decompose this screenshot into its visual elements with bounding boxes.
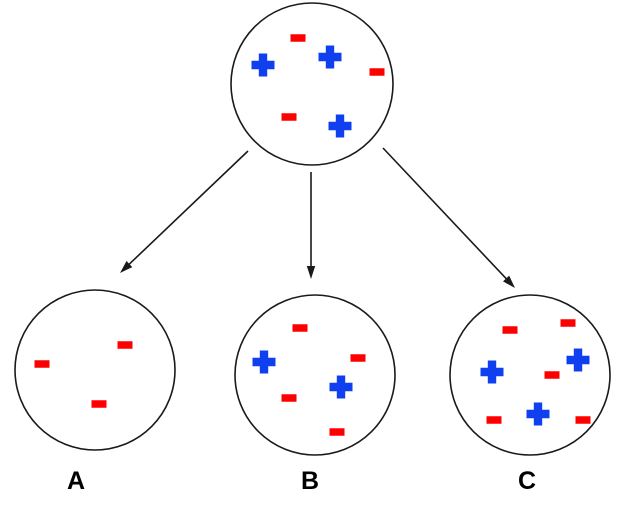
circle-outline <box>230 2 394 166</box>
source-circle[interactable] <box>230 2 394 166</box>
minus-charge <box>350 354 366 362</box>
minus-charge <box>281 113 297 121</box>
result-circles-layer <box>14 289 611 456</box>
group-label-c: C <box>518 467 536 495</box>
plus-charge <box>251 53 275 77</box>
arrow-shaft <box>382 147 509 282</box>
plus-charge <box>328 114 352 138</box>
minus-charge <box>369 68 385 76</box>
minus-charge <box>292 324 308 332</box>
minus-charge <box>575 416 591 424</box>
plus-charge <box>329 375 353 399</box>
arrows-layer <box>120 147 515 288</box>
arrow-source-to-a <box>120 150 249 273</box>
group-labels-layer: A B C <box>67 467 536 495</box>
minus-charge <box>486 416 502 424</box>
minus-charge <box>560 319 576 327</box>
minus-charge <box>502 326 518 334</box>
plus-charge <box>252 350 276 374</box>
group-label-b: B <box>301 467 319 495</box>
minus-charge <box>290 34 306 42</box>
result-circle-b[interactable] <box>234 294 396 456</box>
minus-charge <box>117 341 133 349</box>
circle-outline <box>449 294 611 456</box>
arrow-source-to-c <box>382 147 515 288</box>
circle-outline <box>14 289 176 451</box>
minus-charge <box>91 400 107 408</box>
circle-outline <box>234 294 396 456</box>
arrow-head-icon <box>503 275 515 288</box>
plus-charge <box>318 45 342 69</box>
source-circle-group[interactable] <box>230 2 394 166</box>
arrow-head-icon <box>120 260 133 273</box>
result-circle-c[interactable] <box>449 294 611 456</box>
group-label-a: A <box>67 467 85 495</box>
plus-charge <box>566 348 590 372</box>
arrow-head-icon <box>306 266 316 279</box>
arrow-source-to-b <box>306 172 316 279</box>
minus-charge <box>281 394 297 402</box>
result-circle-a[interactable] <box>14 289 176 451</box>
arrow-shaft <box>126 150 249 267</box>
plus-charge <box>480 360 504 384</box>
plus-charge <box>526 402 550 426</box>
minus-charge <box>329 428 345 436</box>
minus-charge <box>34 360 50 368</box>
minus-charge <box>544 371 560 379</box>
